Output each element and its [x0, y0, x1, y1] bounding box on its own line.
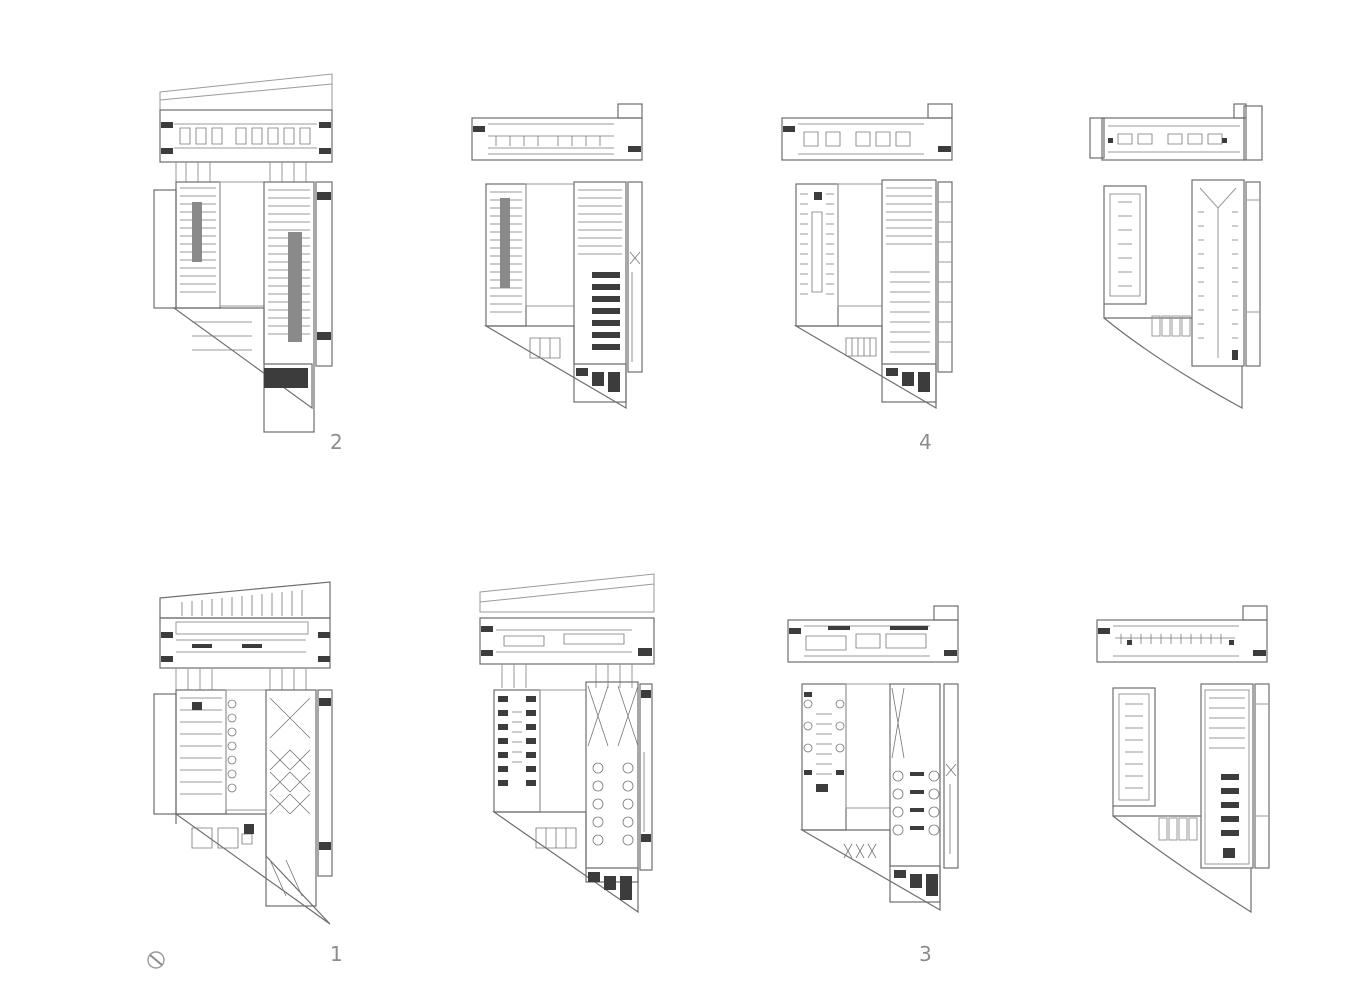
floor-label-3: 3 [919, 942, 932, 966]
floor-label-2: 2 [330, 430, 343, 454]
floor-plan-row2-col2 [478, 572, 663, 917]
north-arrow-icon [146, 950, 166, 970]
floor-plan-1 [152, 578, 337, 928]
floor-plan-3 [786, 604, 966, 914]
floor-label-1: 1 [330, 942, 343, 966]
floor-plan-2 [152, 72, 337, 433]
floor-label-4: 4 [919, 430, 932, 454]
floor-plan-row1-col4 [1088, 102, 1268, 412]
floor-plan-row1-col2 [470, 102, 650, 412]
floor-plan-4 [780, 102, 960, 412]
floor-plan-row2-col4 [1095, 604, 1275, 914]
